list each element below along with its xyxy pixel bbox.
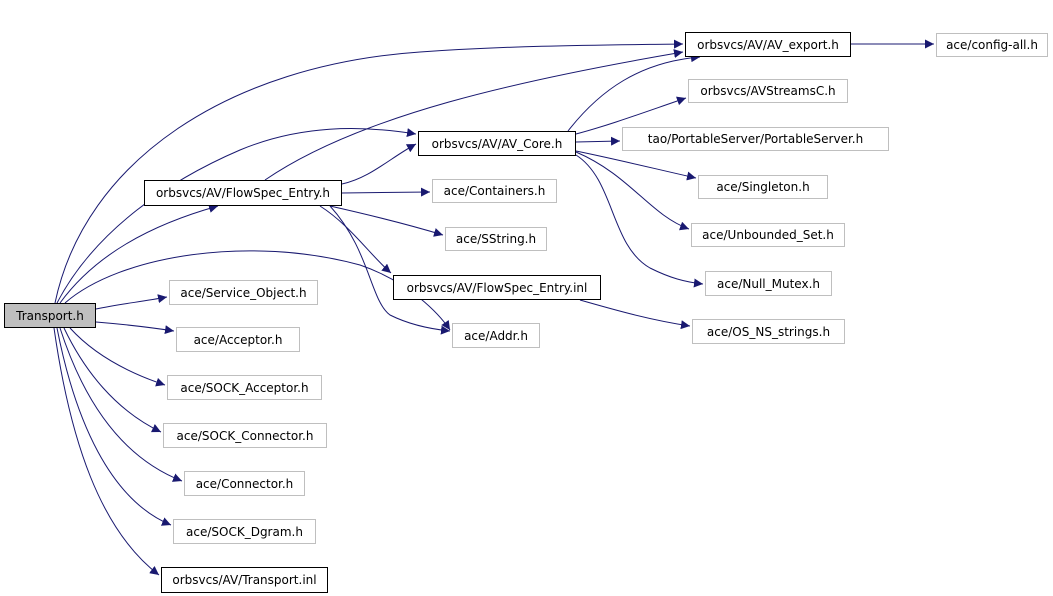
edge-transport-to-flowspec [59,204,219,304]
edge-transport-to-transinl [53,327,160,576]
node-service-object-h: ace/Service_Object.h [169,280,318,305]
node-singleton-h: ace/Singleton.h [698,175,828,199]
edge-transport-to-acceptor [95,321,175,335]
node-sstring-h: ace/SString.h [445,227,547,251]
node-avstreamsc-h: orbsvcs/AVStreamsC.h [688,79,848,103]
edge-transport-to-sockconn [63,327,162,433]
edge-avcore-to-portable [575,136,621,146]
node-av-export-h[interactable]: orbsvcs/AV/AV_export.h [685,32,851,57]
edge-transport-to-avexport [54,39,684,304]
node-flowspec-entry-h[interactable]: orbsvcs/AV/FlowSpec_Entry.h [144,180,342,206]
edge-flowspec-to-sstring [329,205,444,237]
node-containers-h: ace/Containers.h [432,179,557,203]
edge-transport-to-sockacc [69,327,166,387]
edge-flowspec-to-avexport [264,49,684,181]
node-sock-dgram-h: ace/SOCK_Dgram.h [173,519,316,544]
edge-flowspec-to-flowinl [319,205,392,274]
edge-flowspec-to-avcore [341,143,417,185]
node-sock-connector-h: ace/SOCK_Connector.h [163,423,327,448]
edge-flowinl-to-osns [579,299,691,330]
node-portableserver-h: tao/PortableServer/PortableServer.h [622,127,889,151]
edge-transport-to-addr [64,250,451,331]
edge-transport-to-connector [59,327,183,482]
node-connector-h: ace/Connector.h [184,471,305,496]
node-acceptor-h: ace/Acceptor.h [176,327,300,352]
edge-transport-to-serviceobj [95,294,168,310]
node-av-core-h[interactable]: orbsvcs/AV/AV_Core.h [418,131,576,156]
node-sock-acceptor-h: ace/SOCK_Acceptor.h [167,375,322,400]
edge-avcore-to-singleton [575,150,697,181]
node-os-ns-strings-h: ace/OS_NS_strings.h [692,319,845,344]
edge-transport-to-avcore [56,128,417,304]
node-flowspec-entry-inl[interactable]: orbsvcs/AV/FlowSpec_Entry.inl [393,275,601,300]
edge-avcore-to-unbounded [575,151,690,231]
node-unbounded-set-h: ace/Unbounded_Set.h [691,223,845,247]
node-config-all-h: ace/config-all.h [936,33,1048,57]
edge-avcore-to-nullmutex [575,154,704,288]
edge-transport-to-sockdgram [56,327,172,526]
node-transport-h[interactable]: Transport.h [4,303,96,328]
node-transport-inl[interactable]: orbsvcs/AV/Transport.inl [161,567,328,593]
edge-flowspec-to-containers [341,187,431,197]
edge-avcore-to-avstreams [575,96,687,135]
edge-flowspec-to-addr [329,205,451,335]
node-null-mutex-h: ace/Null_Mutex.h [705,271,832,296]
node-addr-h: ace/Addr.h [452,323,540,348]
edge-avcore-to-avexport [567,53,701,132]
